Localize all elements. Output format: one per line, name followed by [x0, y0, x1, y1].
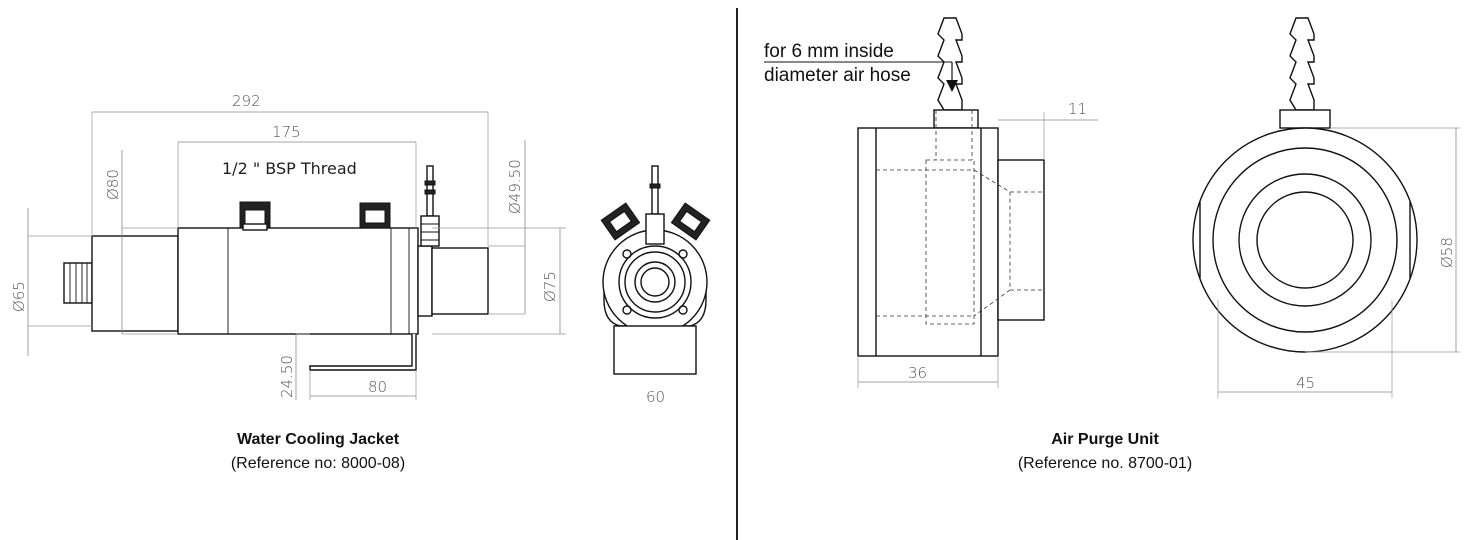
dim-dia-58: Ø58 [1438, 237, 1456, 268]
dim-dia-80: Ø80 [104, 169, 122, 200]
air-purge-unit-title: Air Purge Unit [1051, 431, 1159, 448]
dim-dia-65: Ø65 [10, 281, 28, 312]
water-cooling-jacket-side-view [27, 111, 566, 400]
dim-bracket-length: 80 [368, 378, 387, 396]
air-fitting [420, 165, 440, 247]
thread-label: 1/2 " BSP Thread [222, 159, 357, 178]
dim-end-width: 60 [646, 388, 665, 406]
air-purge-unit-side-view [764, 17, 1098, 388]
mounting-bracket [309, 334, 417, 371]
dim-overall-length: 292 [232, 92, 261, 110]
dim-purge-length: 36 [908, 364, 927, 382]
dim-jacket-length: 175 [272, 123, 301, 141]
air-purge-unit-front-view [1192, 17, 1460, 398]
note-line-1: for 6 mm inside [764, 41, 894, 62]
water-cooling-jacket-ref: (Reference no: 8000-08) [231, 455, 405, 472]
water-fitting-right [359, 202, 391, 229]
note-line-2: diameter air hose [764, 65, 911, 86]
dim-dia-49-50: Ø49.50 [506, 159, 524, 214]
dim-bracket-height: 24.50 [278, 355, 296, 398]
dim-purge-width: 45 [1296, 374, 1315, 392]
water-cooling-jacket-title: Water Cooling Jacket [237, 431, 400, 448]
water-cooling-jacket-end-view [600, 165, 711, 375]
dim-nozzle: 11 [1068, 100, 1087, 118]
dim-dia-75: Ø75 [541, 271, 559, 302]
water-fitting-left [239, 201, 271, 231]
air-purge-unit-ref: (Reference no. 8700-01) [1018, 455, 1192, 472]
